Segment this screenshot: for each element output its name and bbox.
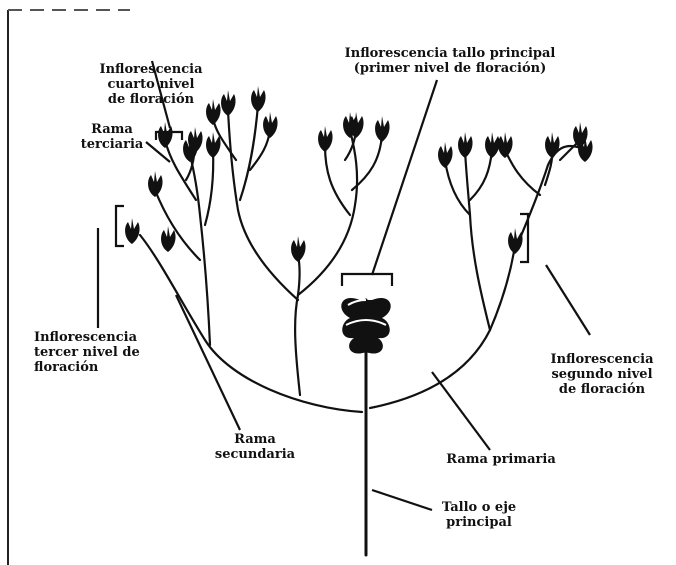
quaternary-mid-1 bbox=[240, 105, 258, 200]
label-rama-primaria: Rama primaria bbox=[426, 452, 576, 467]
flower-bud bbox=[318, 126, 332, 152]
main-inflorescence bbox=[341, 298, 390, 354]
flower-bud bbox=[161, 226, 175, 252]
primary-branch-right bbox=[370, 245, 515, 408]
flower-bud bbox=[251, 86, 265, 112]
label-tallo: Tallo o eje principal bbox=[424, 500, 534, 530]
flower-bud bbox=[438, 142, 452, 168]
flower-bud bbox=[263, 112, 277, 138]
label-inflorescencia-tercer: Inflorescencia tercer nivel de floración bbox=[34, 330, 174, 375]
tertiary-branch-left bbox=[205, 150, 213, 225]
leader-principal bbox=[372, 80, 437, 275]
flower-bud bbox=[221, 90, 235, 116]
tertiary-right-2 bbox=[470, 150, 492, 200]
bracket-tercer bbox=[116, 206, 124, 246]
flower-bud bbox=[375, 116, 389, 142]
flower-bud bbox=[148, 171, 162, 197]
flower-bud bbox=[458, 132, 472, 158]
quaternary-mid-4 bbox=[325, 145, 350, 215]
secondary-branch-left-2 bbox=[155, 190, 200, 260]
label-rama-terciaria: Rama terciaria bbox=[70, 122, 154, 152]
flower-bud bbox=[545, 132, 559, 158]
flower-bud bbox=[206, 132, 220, 158]
tertiary-right-3 bbox=[515, 146, 585, 250]
leader-tallo bbox=[372, 490, 432, 510]
flower-bud bbox=[125, 218, 139, 244]
leader-segundo bbox=[546, 265, 590, 335]
quaternary-right-2 bbox=[505, 150, 540, 195]
primary-branch-left bbox=[140, 235, 362, 412]
tertiary-branch-mid-left bbox=[228, 110, 298, 300]
flower-bud bbox=[508, 228, 522, 254]
flower-bud bbox=[485, 132, 499, 158]
flower-bud bbox=[291, 236, 305, 262]
secondary-branch-mid bbox=[295, 255, 300, 395]
secondary-branch-left-1 bbox=[190, 155, 210, 345]
label-inflorescencia-cuarto: Inflorescencia cuarto nivel de floración bbox=[86, 62, 216, 107]
flower-bud bbox=[498, 132, 512, 158]
label-inflorescencia-segundo: Inflorescencia segundo nivel de floració… bbox=[532, 352, 672, 397]
bracket-main bbox=[342, 274, 392, 286]
label-rama-secundaria: Rama secundaria bbox=[200, 432, 310, 462]
label-inflorescencia-principal: Inflorescencia tallo principal (primer n… bbox=[315, 46, 585, 76]
leader-primaria bbox=[432, 372, 490, 450]
